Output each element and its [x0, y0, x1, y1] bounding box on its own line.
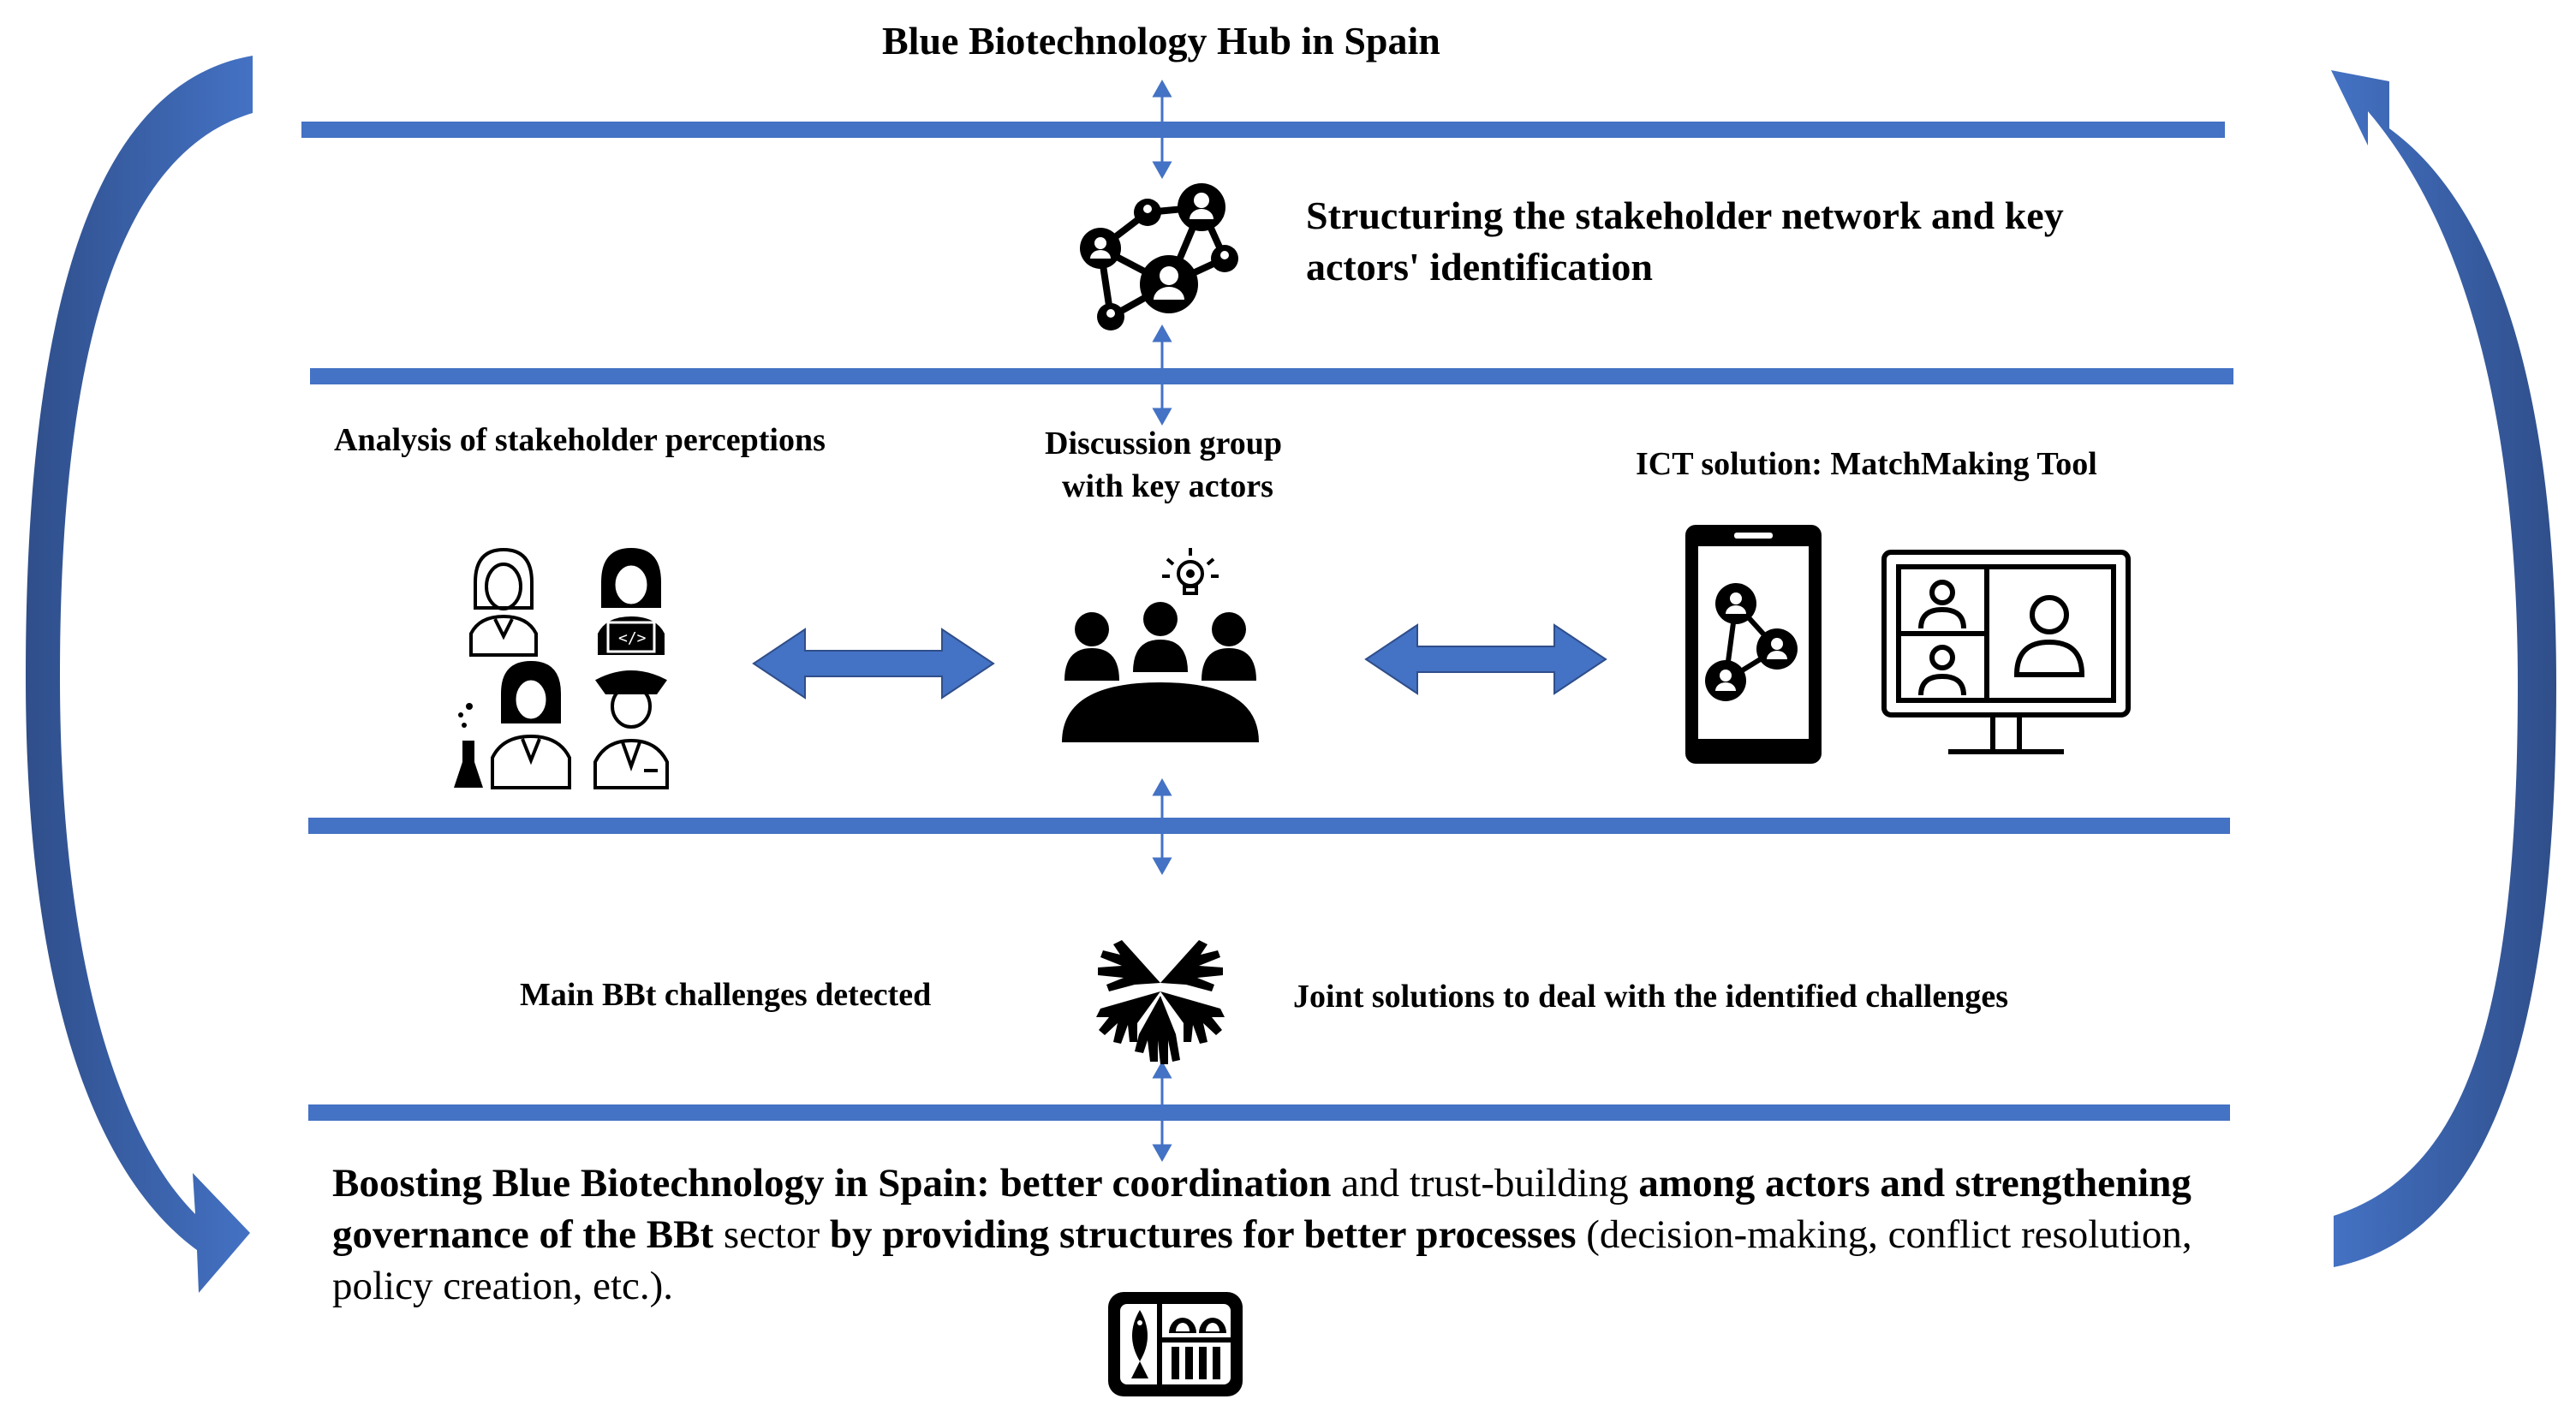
- challenges-label: Main BBt challenges detected: [520, 977, 932, 1013]
- phone-app-icon: [1685, 525, 1822, 764]
- divider-4: [308, 1104, 2230, 1121]
- video-call-monitor-icon: [1881, 550, 2131, 754]
- outcome-part-6: (decision-making, conflict resolution, p…: [332, 1212, 2192, 1308]
- joined-hands-icon: [1096, 940, 1225, 1064]
- outcome-part-5: by providing structures for better proce…: [829, 1212, 1577, 1257]
- joint-solutions-label: Joint solutions to deal with the identif…: [1293, 979, 2008, 1015]
- right-double-arrow: [1364, 623, 1607, 695]
- divider-2: [310, 368, 2233, 384]
- divider-1: [301, 122, 2225, 138]
- left-cycle-arrow: [26, 56, 253, 1293]
- divider-3: [308, 818, 2230, 834]
- stakeholders-icon: </>: [454, 547, 669, 789]
- outcome-part-2: and trust-building: [1331, 1161, 1639, 1206]
- network-icon: [1080, 183, 1238, 330]
- stakeholder-perceptions-label: Analysis of stakeholder perceptions: [334, 422, 826, 458]
- fish-food-icon: [1108, 1292, 1243, 1396]
- left-double-arrow: [752, 628, 995, 700]
- discussion-group-label-2: with key actors: [1062, 468, 1273, 504]
- page-title: Blue Biotechnology Hub in Spain: [882, 19, 1440, 63]
- discussion-group-label-1: Discussion group: [1045, 426, 1283, 461]
- meeting-icon: [1062, 548, 1259, 742]
- outcome-part-1: Boosting Blue Biotechnology in Spain: be…: [332, 1161, 1332, 1206]
- step1-label: Structuring the stakeholder network and …: [1306, 193, 2064, 289]
- outcome-part-4: sector: [713, 1212, 830, 1257]
- right-cycle-arrow: [2331, 70, 2556, 1267]
- ict-solution-label: ICT solution: MatchMaking Tool: [1636, 446, 2097, 482]
- svg-text:</>: </>: [618, 629, 647, 647]
- outcome-statement: Boosting Blue Biotechnology in Spain: be…: [332, 1158, 2302, 1312]
- outcome-part-3: among actors and strengthening governanc…: [332, 1161, 2191, 1257]
